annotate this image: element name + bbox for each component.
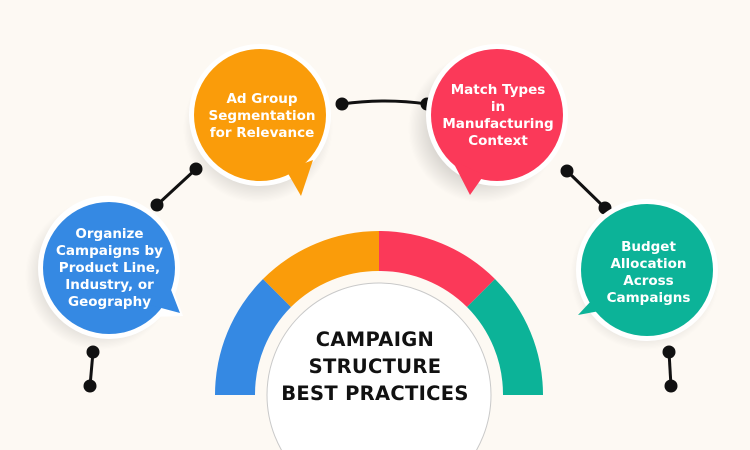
step-3-label: Match Types in Manufacturing Context xyxy=(442,82,554,149)
arc-segment-orange xyxy=(263,230,379,307)
center-title-line2: STRUCTURE xyxy=(308,355,442,378)
arc-segment-green xyxy=(467,279,543,395)
arc-segment-red xyxy=(379,231,495,307)
bubble-budget-allocation xyxy=(576,199,718,341)
step-2-label: Ad Group Segmentation for Relevance xyxy=(208,90,316,141)
center-title: CAMPAIGN STRUCTURE BEST PRACTICES xyxy=(268,326,482,407)
center-title-line3: BEST PRACTICES xyxy=(281,382,469,405)
bubble-organize-campaigns xyxy=(38,195,183,339)
bubble-match-types xyxy=(426,44,568,195)
arc-segment-blue xyxy=(214,279,291,395)
bubble-ad-group-segmentation xyxy=(189,44,331,196)
arc-gauge xyxy=(214,230,543,395)
step-4-label: Budget Allocation Across Campaigns xyxy=(606,239,691,306)
step-1-label: Organize Campaigns by Product Line, Indu… xyxy=(56,225,163,310)
center-title-line1: CAMPAIGN xyxy=(315,328,435,351)
center-circle xyxy=(266,282,492,450)
